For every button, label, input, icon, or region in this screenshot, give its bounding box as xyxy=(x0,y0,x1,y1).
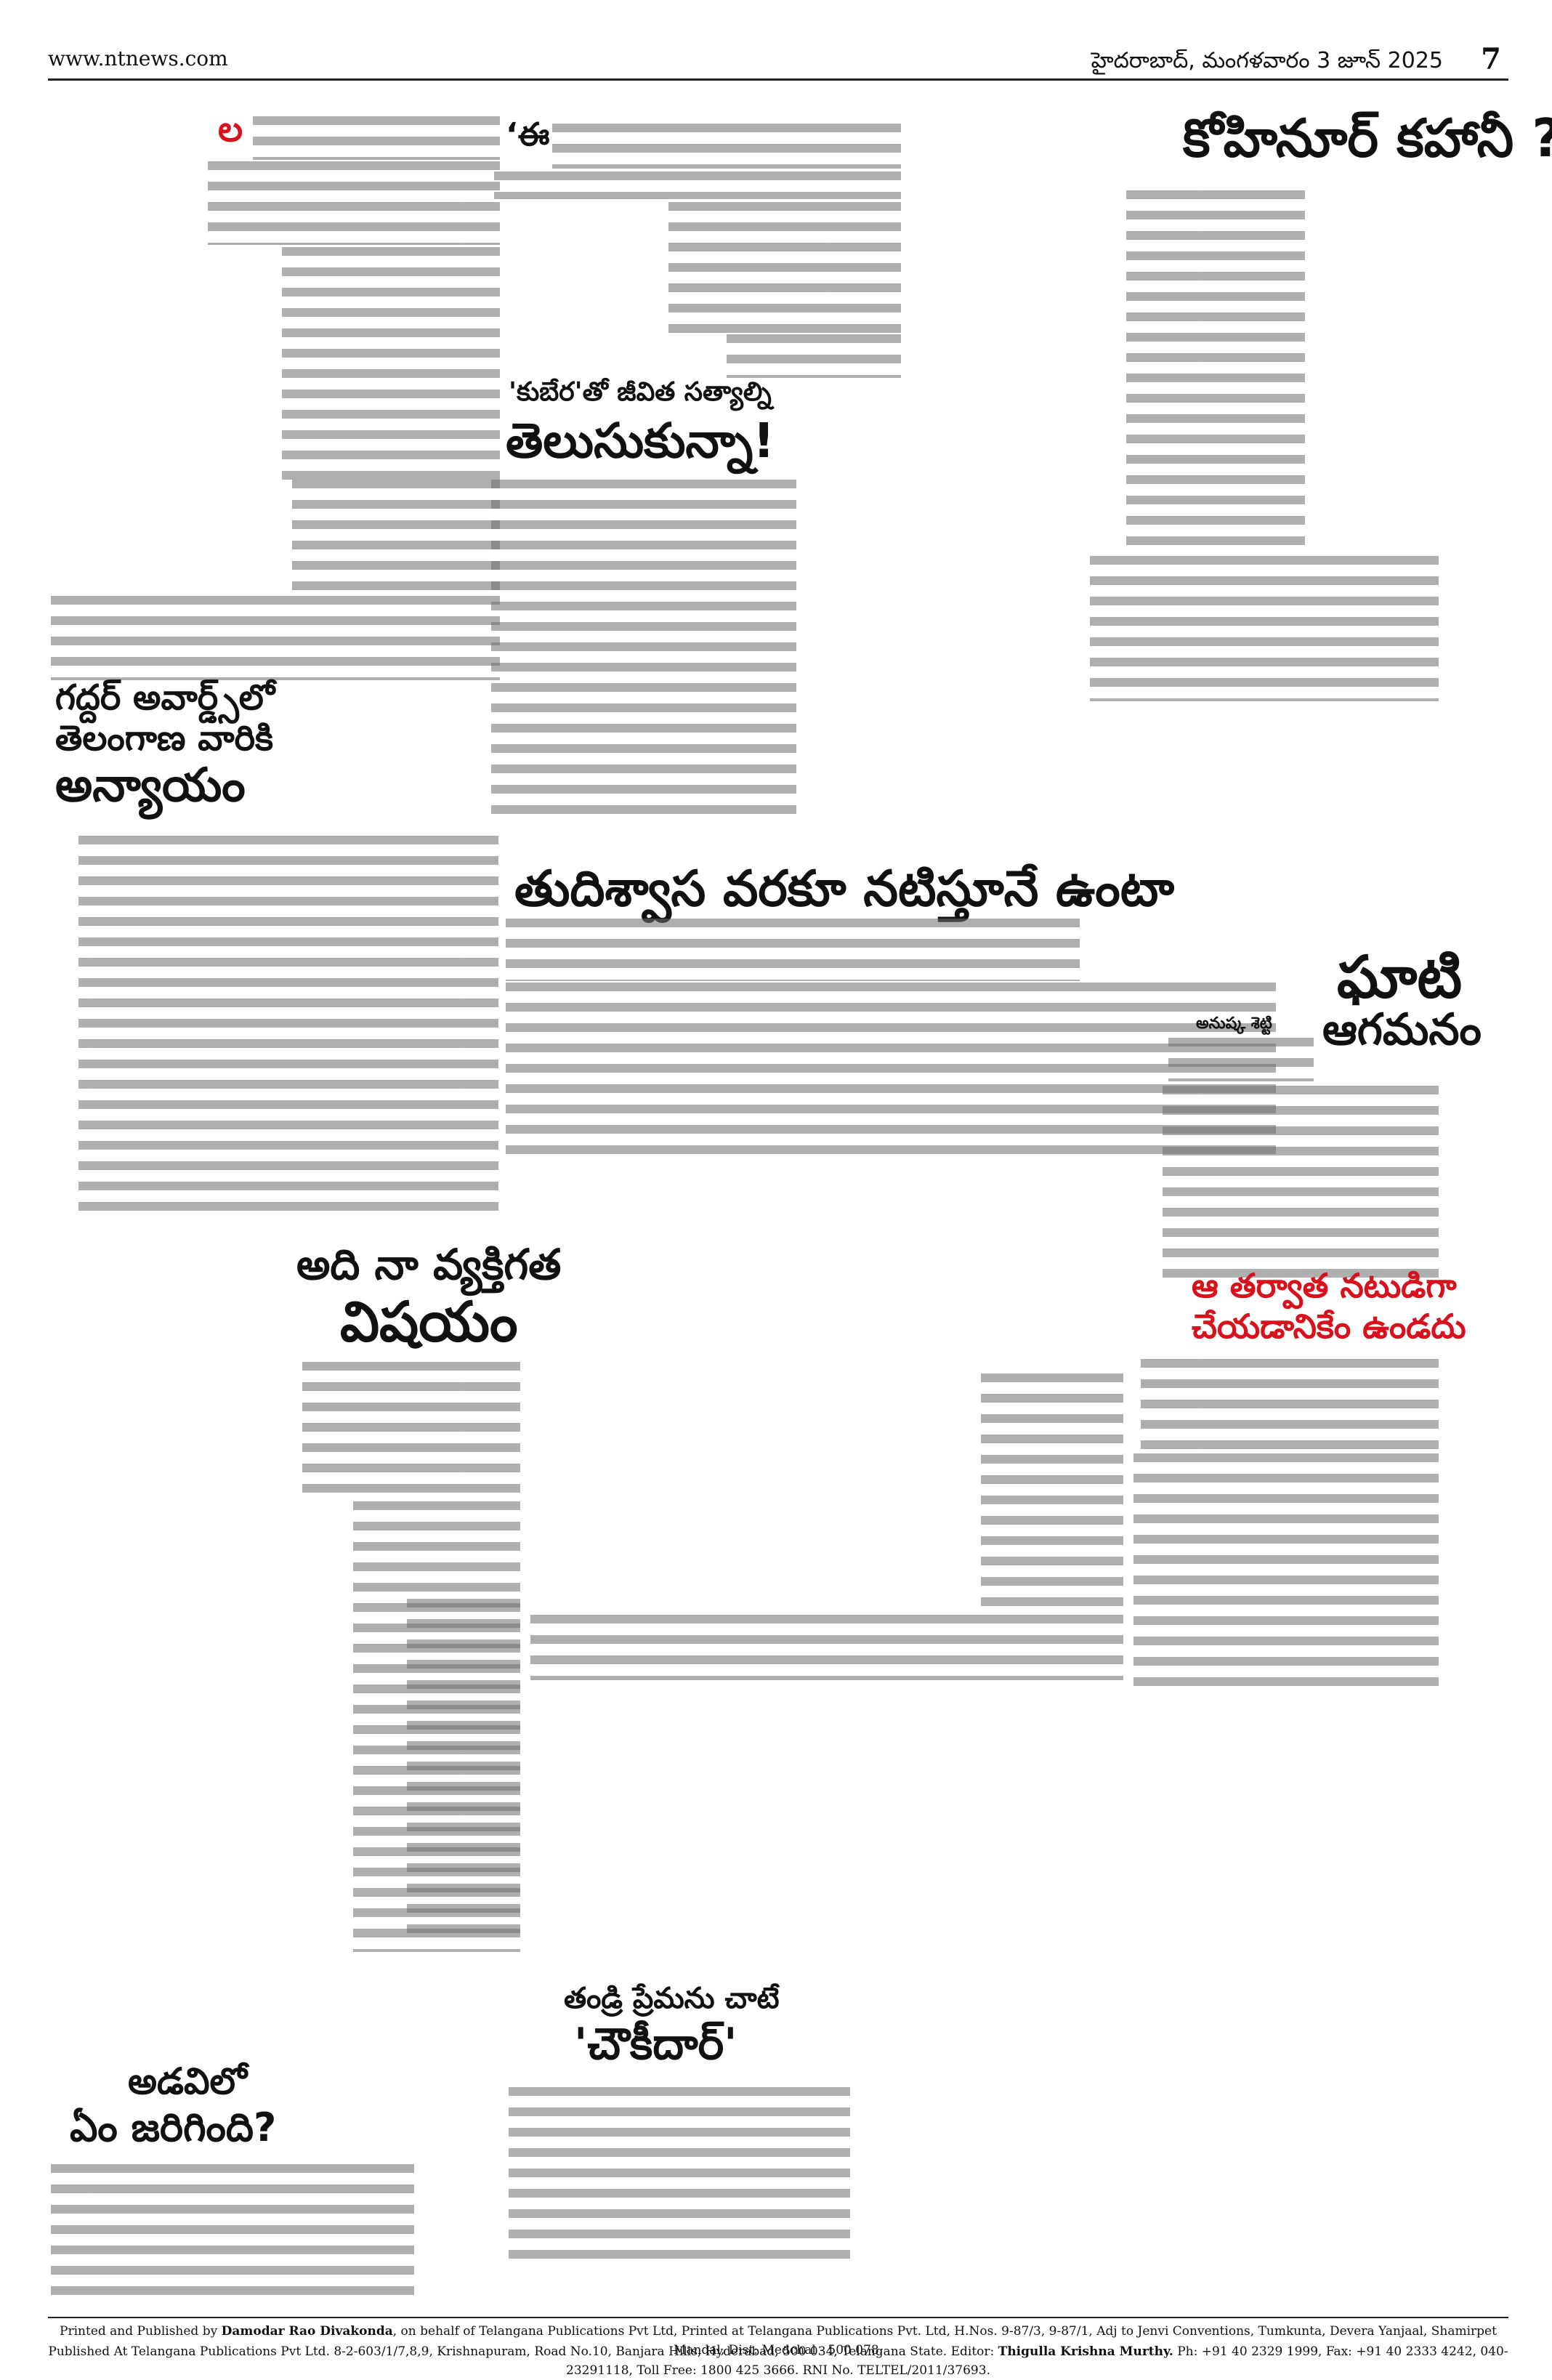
aamir-body-part2 xyxy=(1133,1453,1439,1693)
personal-body-part3 xyxy=(407,1599,520,1933)
footer-editor-name: Thigulla Krishna Murthy. xyxy=(998,2344,1173,2359)
kubera-headline: తెలుసుకున్నా! xyxy=(506,413,775,469)
tudiswasa-body-part2 xyxy=(506,983,1276,1163)
ghaati-headline-line2: ఆగమనం xyxy=(1322,1004,1482,1055)
ghaati-byline: అనుష్క శెట్టి xyxy=(1196,1014,1272,1033)
kamal-body-part1 xyxy=(208,161,500,245)
gaddar-headline-line1: గద్దర్ అవార్డ్స్‌లో xyxy=(55,677,275,718)
footer-imprint-line2: Published At Telangana Publications Pvt … xyxy=(48,2343,1508,2380)
kamal-body-lead xyxy=(253,116,500,160)
masthead-rule xyxy=(48,78,1508,81)
adavi-body xyxy=(51,2164,414,2305)
kubera-kicker: 'కుబేర'తో జీవిత సత్యాల్ని xyxy=(509,377,772,407)
footer-publisher-name: Damodar Rao Divakonda xyxy=(221,2324,393,2339)
aamir-body-part1 xyxy=(1141,1359,1439,1453)
gaddar-body xyxy=(78,836,498,1221)
kamal-body-part2 xyxy=(282,247,500,480)
page-number: 7 xyxy=(1481,42,1501,76)
chowkidar-headline: 'చౌకీదార్' xyxy=(574,2019,737,2070)
gaddar-headline-line2: తెలంగాణ వారికి xyxy=(55,718,274,759)
kamal-body-full-width xyxy=(51,596,500,680)
drop-cap-letter: ల xyxy=(218,109,243,150)
gaddar-headline-line3: అన్యాయం xyxy=(55,759,246,812)
kohinoor-headline: కోహినూర్ కహానీ ? xyxy=(1183,108,1552,169)
kohinoor-body-full xyxy=(1090,556,1439,701)
dhanush-body-part1 xyxy=(494,172,901,199)
ghaati-headline-line1: ఘాటి xyxy=(1337,943,1463,1011)
ghaati-body-part2 xyxy=(1163,1086,1439,1286)
drop-cap-letter-quote: ‘ఈ xyxy=(506,116,550,153)
personal-headline-line2: విషయం xyxy=(340,1289,518,1354)
footer-imprint-line1: Printed and Published by Damodar Rao Div… xyxy=(48,2323,1508,2360)
footer-published-at: Published At Telangana Publications Pvt … xyxy=(48,2344,995,2359)
chowkidar-body xyxy=(509,2087,850,2262)
personal-headline-line1: అది నా వ్యక్తిగత xyxy=(296,1240,562,1289)
footer-printed-by: Printed and Published by xyxy=(60,2324,218,2339)
dhanush-body-lead xyxy=(552,124,901,169)
personal-body-part1 xyxy=(302,1362,520,1500)
footer-printing-address: , on behalf of Telangana Publications Pv… xyxy=(392,2324,1497,2357)
masthead-url: www.ntnews.com xyxy=(48,47,228,70)
footer-rule xyxy=(48,2317,1508,2318)
kamal-body-part3 xyxy=(292,480,500,596)
aamir-headline-line2: చేయడానికేం ఉండదు xyxy=(1192,1307,1466,1346)
ka-story-body-wide xyxy=(530,1615,1123,1680)
dhanush-body-part3 xyxy=(727,334,901,378)
kubera-body xyxy=(491,480,796,821)
tudiswasa-body-part1 xyxy=(506,919,1080,981)
aamir-headline-line1: ఆ తర్వాత నటుడిగా xyxy=(1192,1266,1457,1305)
adavi-headline-line2: ఏం జరిగింది? xyxy=(70,2105,277,2150)
ghaati-body-part1 xyxy=(1168,1038,1314,1081)
dhanush-body-part2 xyxy=(668,202,901,333)
chowkidar-kicker: తండ్రి ప్రేమను చాటే xyxy=(564,1982,780,2015)
tudiswasa-headline: తుదిశ్వాస వరకూ నటిస్తూనే ఉంటా xyxy=(514,860,1175,918)
ka-story-column xyxy=(981,1373,1123,1613)
kohinoor-body-column xyxy=(1126,190,1305,554)
masthead-dateline: హైదరాబాద్, మంగళవారం 3 జూన్ 2025 xyxy=(1091,48,1443,73)
adavi-headline-line1: అడవిలో xyxy=(128,2060,247,2102)
